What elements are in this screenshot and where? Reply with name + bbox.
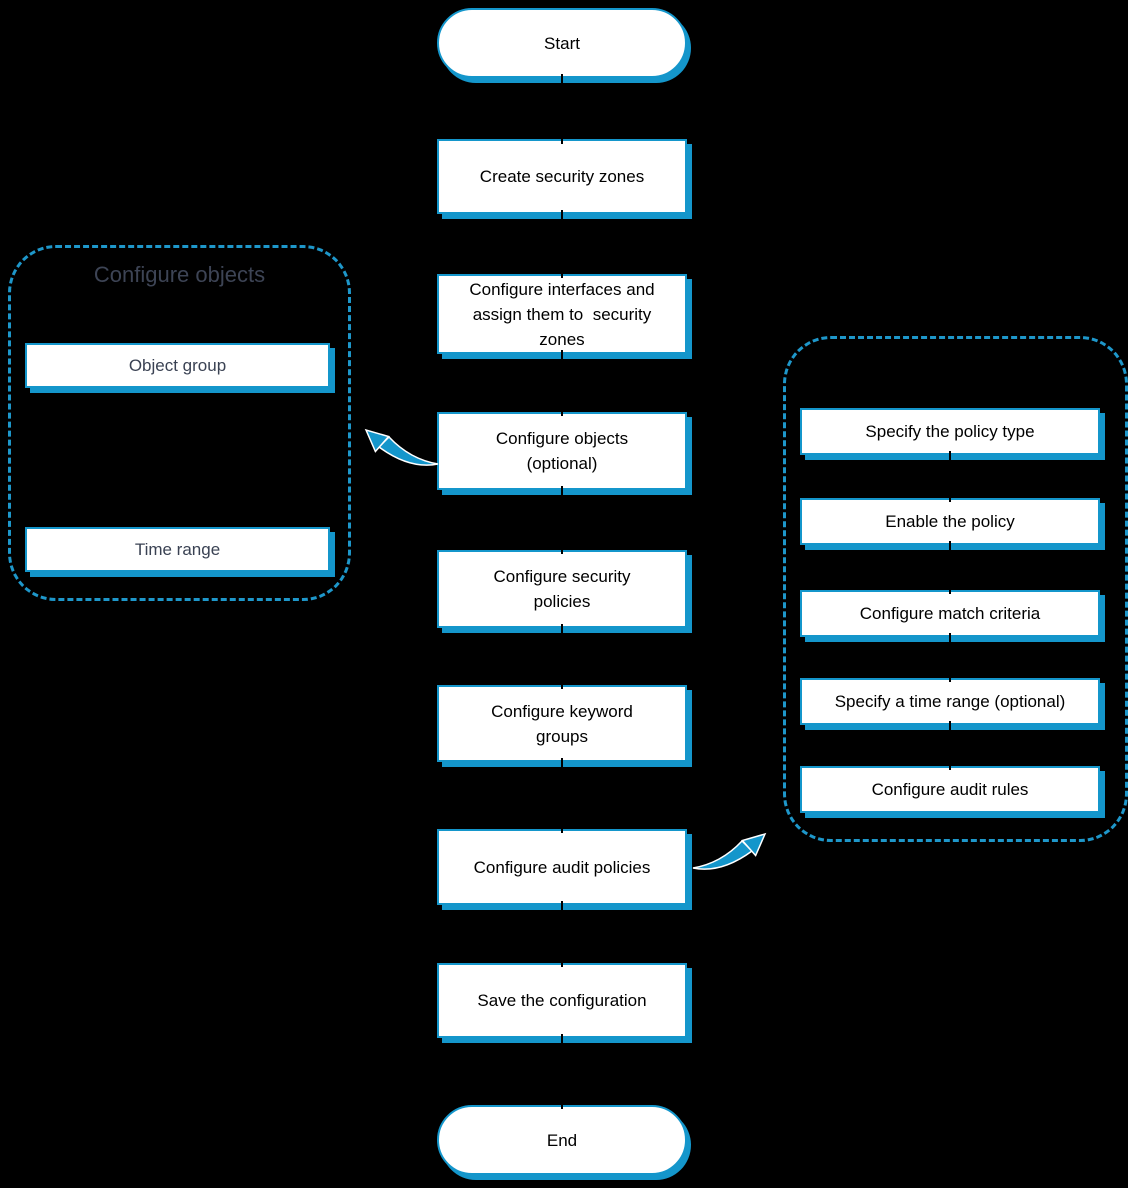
flow-connector — [561, 210, 563, 278]
arrow-up-right-icon — [692, 832, 767, 870]
configure-audit-rules-box: Configure audit rules — [800, 766, 1100, 813]
flow-connector — [949, 633, 951, 682]
flow-connector — [561, 1034, 563, 1109]
time-range-box: Time range — [25, 527, 330, 572]
flow-connector — [949, 721, 951, 770]
flow-connector — [561, 486, 563, 554]
flow-connector — [949, 541, 951, 594]
specify-policy-type-box: Specify the policy type — [800, 408, 1100, 455]
flow-connector — [561, 901, 563, 967]
flow-connector — [561, 758, 563, 833]
audit-policy-group — [783, 336, 1128, 842]
specify-time-range-box: Specify a time range (optional) — [800, 678, 1100, 725]
configure-interfaces-box: Configure interfaces and assign them to … — [437, 274, 687, 354]
arrow-up-left-icon — [364, 428, 439, 466]
configure-objects-group-title: Configure objects — [93, 262, 266, 287]
flow-connector — [561, 624, 563, 689]
save-configuration-box: Save the configuration — [437, 963, 687, 1038]
configure-security-policies-box: Configure security policies — [437, 550, 687, 628]
flow-connector — [561, 74, 563, 144]
end-terminator: End — [437, 1105, 687, 1175]
configure-objects-optional-box: Configure objects (optional) — [437, 412, 687, 490]
create-security-zones-box: Create security zones — [437, 139, 687, 214]
configure-audit-policies-box: Configure audit policies — [437, 829, 687, 905]
configure-keyword-groups-box: Configure keyword groups — [437, 685, 687, 762]
flow-connector — [561, 350, 563, 416]
configure-objects-group: Configure objects — [8, 245, 351, 601]
object-group-box: Object group — [25, 343, 330, 388]
start-terminator: Start — [437, 8, 687, 78]
flow-connector — [949, 451, 951, 502]
enable-policy-box: Enable the policy — [800, 498, 1100, 545]
configure-match-criteria-box: Configure match criteria — [800, 590, 1100, 637]
